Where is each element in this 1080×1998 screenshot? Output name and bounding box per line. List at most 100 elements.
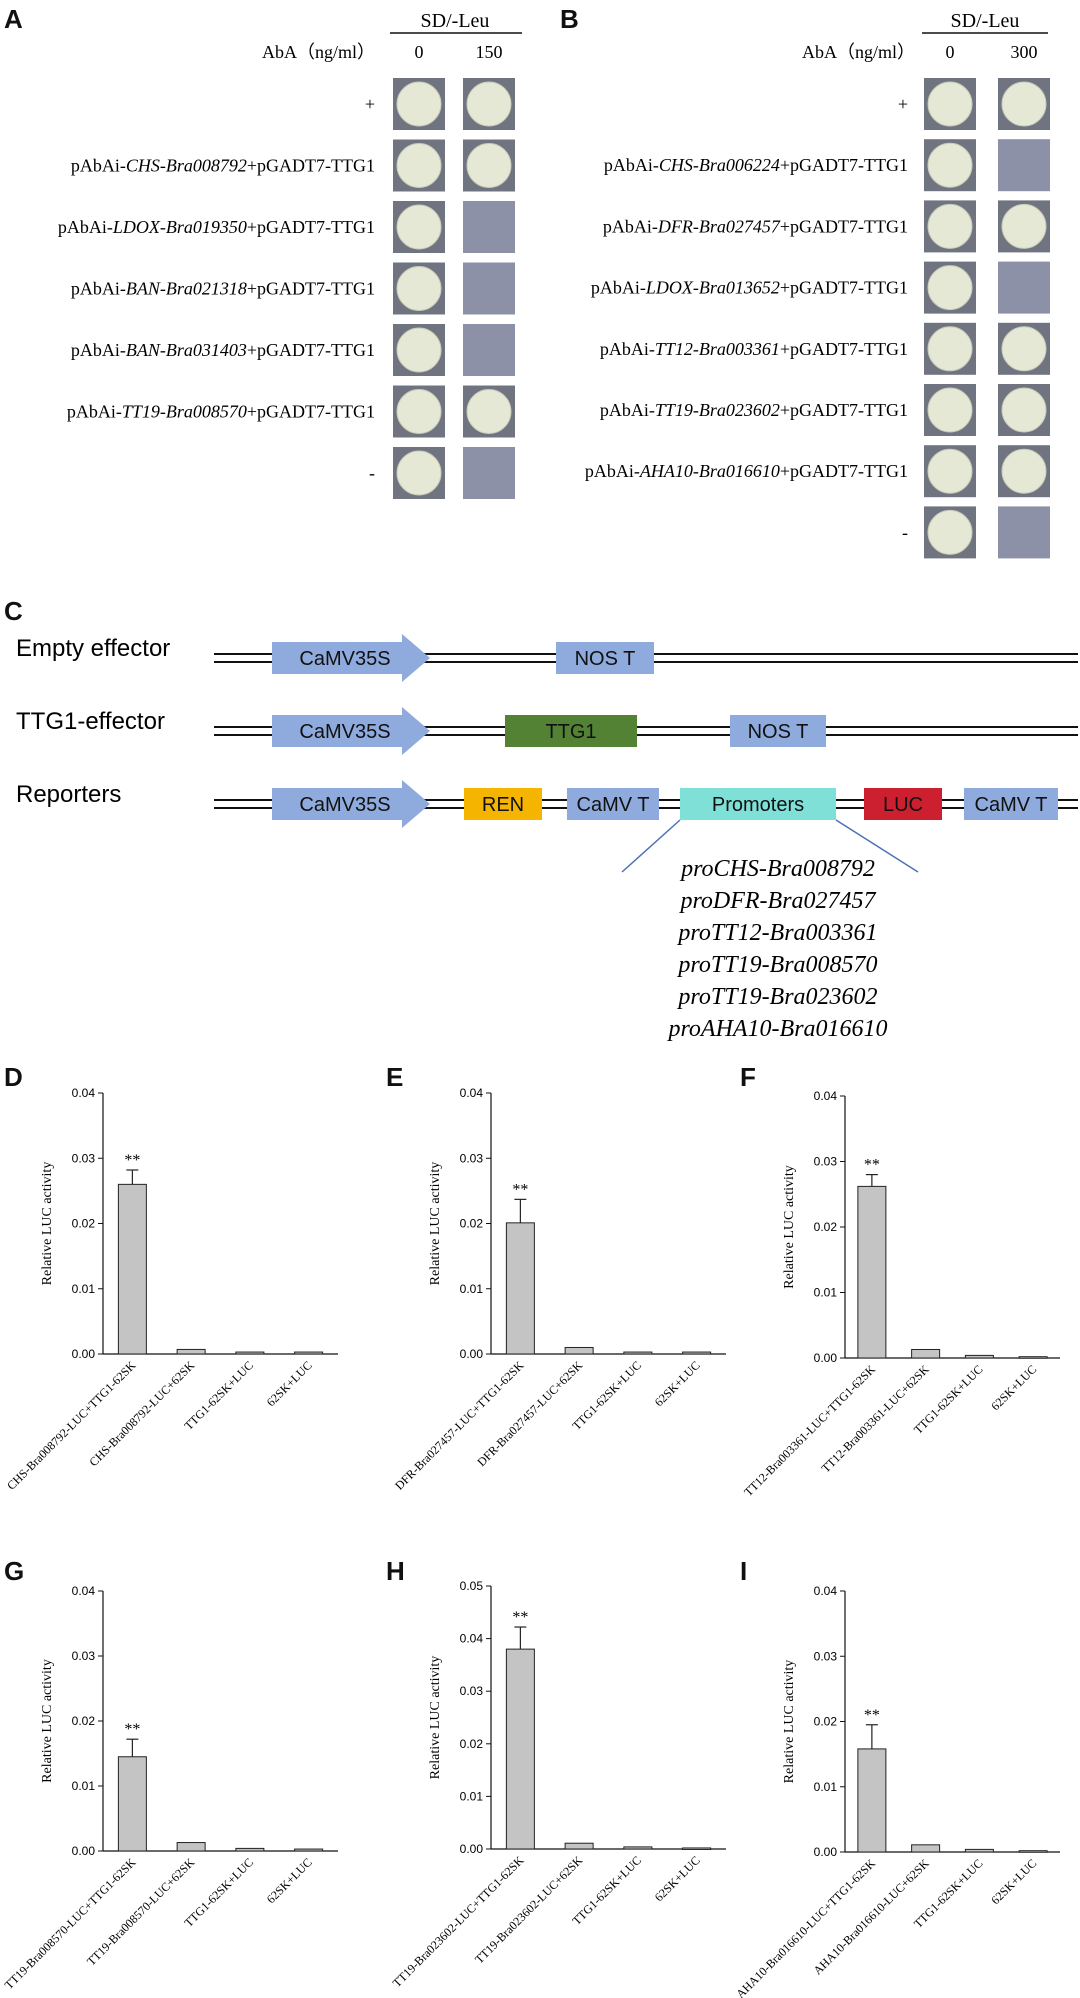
y-tick-label: 0.00 [814, 1845, 838, 1859]
category-label: TT19-Bra008570-LUC+62SK [84, 1855, 197, 1968]
panel-label-f: F [740, 1062, 756, 1092]
y-tick-label: 0.04 [460, 1632, 484, 1646]
plate-square [463, 262, 515, 315]
construct-element [505, 715, 637, 747]
panel-label-d: D [4, 1062, 23, 1092]
bar [564, 1346, 594, 1355]
yeast-colony [396, 143, 442, 188]
significance-marker: ** [512, 1609, 528, 1626]
medium-label: SD/-Leu [421, 10, 490, 32]
bar [964, 1848, 994, 1853]
bar [176, 1842, 206, 1852]
y-tick-label: 0.03 [72, 1649, 96, 1663]
construct-label: Reporters [16, 781, 121, 808]
y-tick-label: 0.04 [814, 1584, 838, 1598]
construct-element-label: REN [482, 794, 524, 816]
y1h-panel-b: SD/-Leu AbA（ng/ml） 0 300 +pAbAi-CHS-Bra0… [585, 10, 1050, 559]
construct-element-label: CaMV35S [299, 794, 390, 816]
strain-label: pAbAi-LDOX-Bra019350+pGADT7-TTG1 [58, 217, 375, 237]
aba-conc-1: 150 [476, 42, 503, 62]
y-axis-label: Relative LUC activity [782, 1165, 797, 1289]
yeast-colony [927, 387, 973, 433]
y-axis-label: Relative LUC activity [40, 1659, 55, 1783]
yeast-colony [466, 143, 512, 188]
yeast-colony [396, 389, 442, 434]
y-tick-label: 0.04 [72, 1086, 96, 1100]
construct-element [680, 788, 836, 820]
aba-label: AbA（ng/ml） [262, 42, 375, 62]
y-tick-label: 0.04 [72, 1584, 96, 1598]
yeast-colony [1001, 81, 1047, 127]
bar [857, 1185, 887, 1359]
strain-label: pAbAi-TT19-Bra008570+pGADT7-TTG1 [67, 402, 375, 422]
category-label: CHS-Bra008792-LUC+TTG1-62SK [4, 1358, 139, 1493]
plate-square [998, 506, 1050, 559]
yeast-colony [1001, 387, 1047, 433]
significance-marker: ** [124, 1152, 140, 1169]
y-tick-label: 0.00 [460, 1347, 484, 1361]
y-tick-label: 0.03 [814, 1155, 838, 1169]
yeast-colony [396, 266, 442, 311]
construct-element-label: TTG1 [545, 721, 596, 743]
promoter-name: proAHA10-Bra016610 [666, 1016, 887, 1042]
promoter-arrow [272, 707, 430, 755]
strain-label: pAbAi-TT19-Bra023602+pGADT7-TTG1 [600, 400, 908, 420]
plate-square [998, 261, 1050, 314]
strain-rows: +pAbAi-CHS-Bra006224+pGADT7-TTG1pAbAi-DF… [585, 78, 1050, 559]
promoter-arrow [272, 780, 430, 828]
strain-label: pAbAi-LDOX-Bra013652+pGADT7-TTG1 [591, 278, 908, 298]
yeast-colony [396, 327, 442, 373]
strain-rows: +pAbAi-CHS-Bra008792+pGADT7-TTG1pAbAi-LD… [58, 78, 515, 499]
promoter-name: proCHS-Bra008792 [679, 856, 875, 882]
strain-label: pAbAi-BAN-Bra031403+pGADT7-TTG1 [71, 340, 375, 360]
plate-square [463, 447, 515, 499]
bar [1018, 1356, 1048, 1359]
category-label: 62SK+LUC [264, 1855, 315, 1906]
construct-element-label: CaMV T [577, 794, 650, 816]
promoter-pointer-line [621, 819, 681, 873]
y-axis-label: Relative LUC activity [40, 1162, 55, 1286]
category-label: DFR-Bra027457-LUC+TTG1-62SK [392, 1358, 527, 1493]
strain-label: - [902, 522, 908, 542]
y-tick-label: 0.03 [460, 1151, 484, 1165]
panel-label-b: B [560, 4, 579, 34]
y-tick-label: 0.03 [814, 1649, 838, 1663]
bar [294, 1351, 324, 1355]
bar [235, 1847, 265, 1852]
yeast-colony [927, 509, 973, 555]
construct-element [567, 788, 659, 820]
y-tick-label: 0.01 [72, 1779, 96, 1793]
category-label: 62SK+LUC [652, 1853, 703, 1904]
bar [623, 1351, 653, 1355]
yeast-colony [927, 142, 973, 188]
bar [294, 1848, 324, 1852]
strain-label: + [898, 94, 908, 114]
y-tick-label: 0.02 [814, 1715, 838, 1729]
bar [1018, 1850, 1048, 1853]
bar [857, 1748, 887, 1853]
y-tick-label: 0.01 [460, 1789, 484, 1803]
y-tick-label: 0.02 [814, 1220, 838, 1234]
y-tick-label: 0.04 [460, 1086, 484, 1100]
aba-label: AbA（ng/ml） [802, 42, 915, 62]
significance-marker: ** [512, 1181, 528, 1198]
medium-label: SD/-Leu [951, 10, 1020, 32]
bar [117, 1756, 147, 1852]
panel-label-i: I [740, 1556, 748, 1586]
bar [623, 1846, 653, 1850]
y-tick-label: 0.00 [460, 1842, 484, 1856]
yeast-colony [927, 81, 973, 127]
bar [911, 1348, 941, 1359]
yeast-colony [1001, 326, 1047, 372]
construct-element [556, 642, 654, 674]
category-label: DFR-Bra027457-LUC+62SK [474, 1358, 585, 1469]
strain-label: pAbAi-TT12-Bra003361+pGADT7-TTG1 [600, 339, 908, 359]
promoter-name: proDFR-Bra027457 [678, 888, 876, 914]
plate-square [463, 324, 515, 376]
construct-element [464, 788, 542, 820]
significance-marker: ** [864, 1707, 880, 1724]
